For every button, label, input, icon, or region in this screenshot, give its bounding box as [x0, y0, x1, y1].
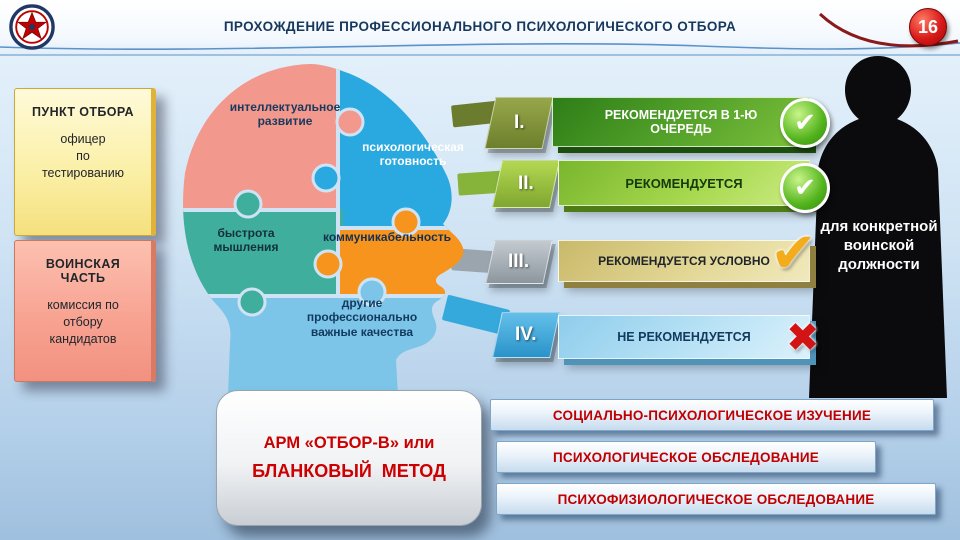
selection-point-box: ПУНКТ ОТБОРА офицер по тестированию [14, 88, 156, 236]
silhouette-caption: для конкретной воинской должности [820, 218, 938, 273]
category-bar-recommended: РЕКОМЕНДУЕТСЯ [558, 160, 810, 206]
check-glyph: ✔ [770, 221, 817, 286]
puzzle-label-communication: коммуникабельность [322, 230, 452, 244]
category-4-label: НЕ РЕКОМЕНДУЕТСЯ [617, 330, 751, 344]
procedure-3-label: ПСИХОФИЗИОЛОГИЧЕСКОЕ ОБСЛЕДОВАНИЕ [557, 491, 875, 507]
category-numeral-3: III. [485, 240, 553, 284]
military-unit-subtitle: комиссия по отбору кандидатов [47, 298, 119, 346]
check-glyph: ✔ [794, 108, 816, 138]
procedure-bar-psychophysiological-examination: ПСИХОФИЗИОЛОГИЧЕСКОЕ ОБСЛЕДОВАНИЕ [496, 483, 936, 515]
numeral-2-text: II. [518, 173, 534, 194]
page-title: ПРОХОЖДЕНИЕ ПРОФЕССИОНАЛЬНОГО ПСИХОЛОГИЧ… [223, 19, 737, 34]
check-gold-icon: ✔ [770, 226, 817, 282]
puzzle-label-intellect: интеллектуальное развитие [229, 100, 341, 129]
category-bar-conditionally-recommended: РЕКОМЕНДУЕТСЯ УСЛОВНО [558, 240, 810, 282]
person-silhouette [809, 56, 947, 398]
category-2-label: РЕКОМЕНДУЕТСЯ [625, 175, 743, 191]
slide-number: 16 [917, 16, 939, 37]
category-3-label: РЕКОМЕНДУЕТСЯ УСЛОВНО [598, 254, 770, 268]
puzzle-label-thinking-speed: быстрота мышления [213, 226, 279, 255]
category-numeral-1: I. [484, 97, 554, 149]
procedure-1-label: СОЦИАЛЬНО-ПСИХОЛОГИЧЕСКОЕ ИЗУЧЕНИЕ [552, 407, 872, 423]
numeral-1-text: I. [513, 112, 525, 133]
military-unit-title: ВОИНСКАЯ ЧАСТЬ [45, 257, 121, 285]
puzzle-label-other-qualities: другие профессионально важные качества [306, 296, 418, 339]
check-circle-green-icon: ✔ [780, 98, 830, 148]
cross-red-icon: ✖ [786, 318, 820, 358]
method-line2: БЛАНКОВЫЙ МЕТОД [252, 461, 446, 481]
numeral-4-text: IV. [515, 324, 537, 345]
cross-glyph: ✖ [786, 315, 820, 361]
slide-number-badge: 16 [909, 8, 947, 46]
selection-point-title: ПУНКТ ОТБОРА [32, 105, 134, 119]
category-1-label: РЕКОМЕНДУЕТСЯ В 1-Ю ОЧЕРЕДЬ [604, 108, 758, 136]
category-numeral-4: IV. [492, 312, 560, 358]
category-bar-recommended-first: РЕКОМЕНДУЕТСЯ В 1-Ю ОЧЕРЕДЬ [552, 97, 810, 147]
procedure-bar-social-psychological-study: СОЦИАЛЬНО-ПСИХОЛОГИЧЕСКОЕ ИЗУЧЕНИЕ [490, 399, 934, 431]
check-glyph: ✔ [794, 173, 816, 203]
puzzle-label-psych-readiness: психологическая готовность [362, 140, 464, 169]
military-emblem-icon [9, 4, 55, 50]
puzzle-head-graphic [183, 64, 464, 396]
header-bar: ПРОХОЖДЕНИЕ ПРОФЕССИОНАЛЬНОГО ПСИХОЛОГИЧ… [0, 0, 960, 56]
procedure-2-label: ПСИХОЛОГИЧЕСКОЕ ОБСЛЕДОВАНИЕ [553, 449, 819, 465]
selection-point-subtitle: офицер по тестированию [41, 132, 125, 180]
check-circle-green-icon: ✔ [780, 163, 830, 213]
military-unit-box: ВОИНСКАЯ ЧАСТЬ комиссия по отбору кандид… [14, 240, 156, 382]
category-numeral-2: II. [491, 160, 561, 208]
procedure-bar-psychological-examination: ПСИХОЛОГИЧЕСКОЕ ОБСЛЕДОВАНИЕ [496, 441, 876, 473]
numeral-3-text: III. [508, 251, 530, 272]
category-bar-not-recommended: НЕ РЕКОМЕНДУЕТСЯ [558, 315, 810, 359]
method-line1: АРМ «ОТБОР-В» или [263, 434, 435, 452]
method-box: АРМ «ОТБОР-В» или БЛАНКОВЫЙ МЕТОД [216, 390, 482, 526]
